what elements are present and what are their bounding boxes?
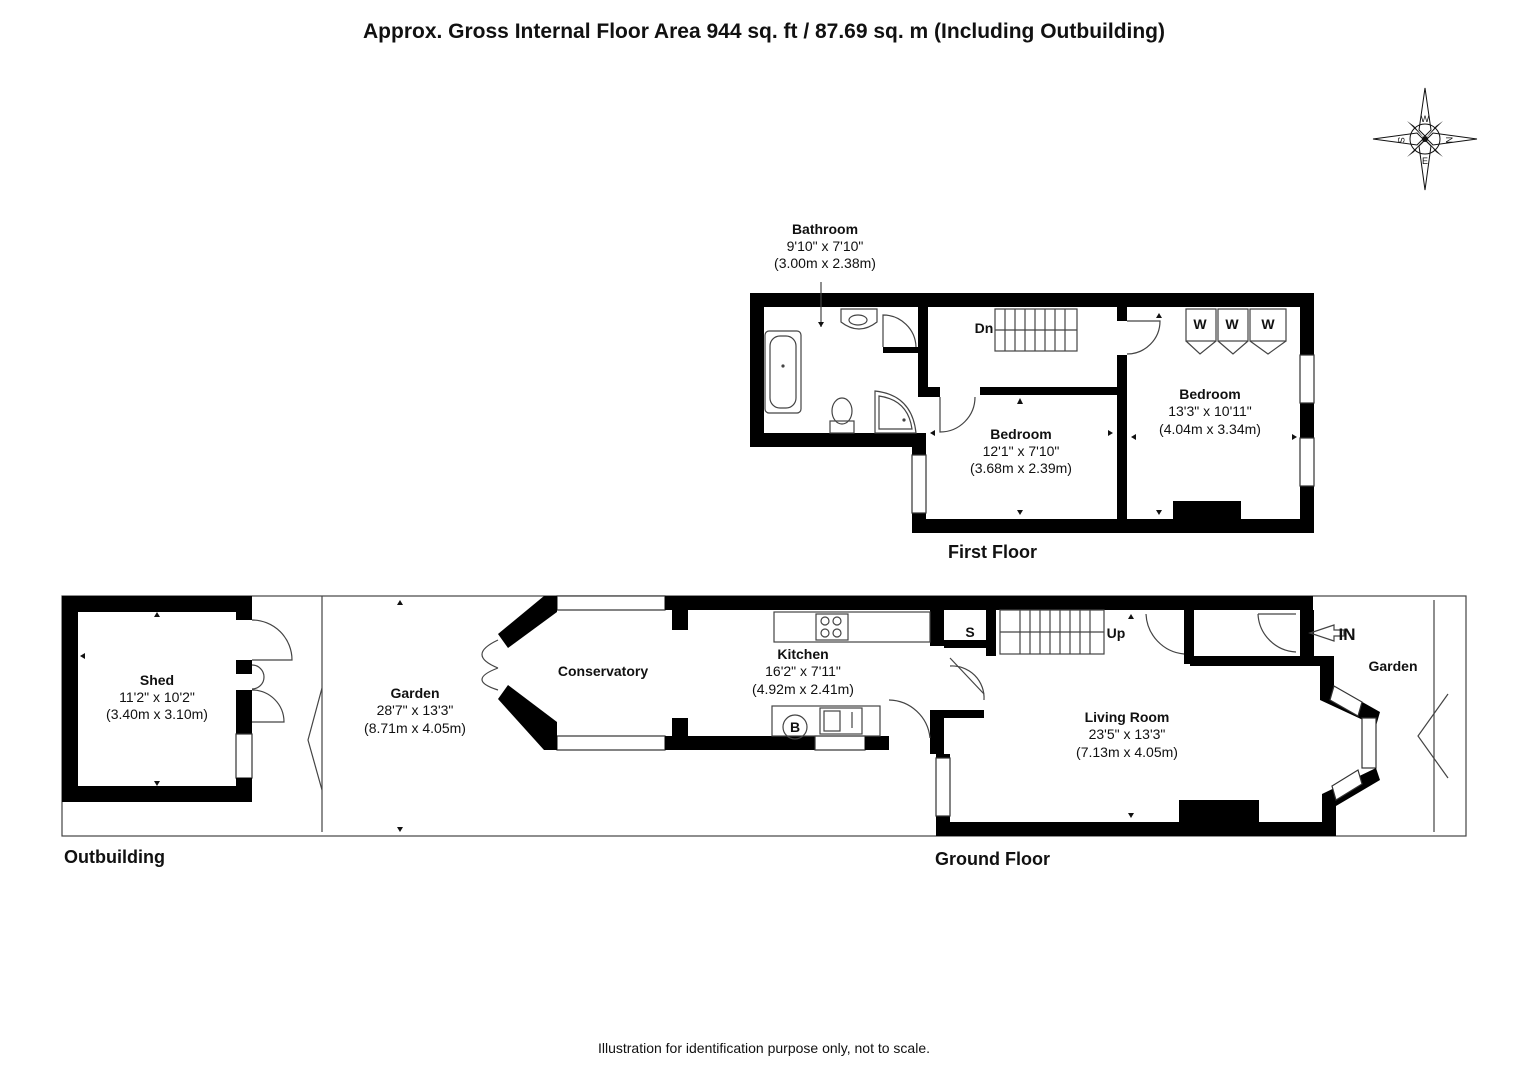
bedroom-small-metric: (3.68m x 2.39m) (970, 460, 1072, 476)
bathroom-metric: (3.00m x 2.38m) (774, 255, 876, 271)
stairs-down-label: Dn (975, 320, 994, 336)
garden-front-name: Garden (1368, 658, 1417, 674)
bedroom-large-imperial: 13'3" x 10'11" (1168, 403, 1252, 419)
compass-south-label: S (1396, 137, 1406, 143)
outbuilding-label: Outbuilding (64, 847, 165, 867)
floor-area-title: Approx. Gross Internal Floor Area 944 sq… (363, 20, 1165, 43)
kitchen-imperial: 16'2" x 7'11" (765, 663, 841, 679)
compass-east-label: E (1422, 156, 1428, 166)
shed-imperial: 11'2" x 10'2" (119, 689, 195, 705)
compass-rose-icon: W E N S (1372, 87, 1478, 191)
garden-rear-imperial: 28'7" x 13'3" (377, 702, 454, 718)
shed-metric: (3.40m x 3.10m) (106, 706, 208, 722)
bathroom-imperial: 9'10" x 7'10" (787, 238, 864, 254)
kitchen-name: Kitchen (777, 646, 828, 662)
kitchen-metric: (4.92m x 2.41m) (752, 681, 854, 697)
garden-rear-name: Garden (390, 685, 439, 701)
bedroom-large-name: Bedroom (1179, 386, 1240, 402)
wardrobe-label-1: W (1193, 316, 1207, 332)
entrance-label: IN (1339, 625, 1356, 644)
bathroom-name: Bathroom (792, 221, 858, 237)
storage-label: S (965, 624, 974, 640)
stairs-up-label: Up (1107, 625, 1126, 641)
living-room-name: Living Room (1085, 709, 1170, 725)
bedroom-large-metric: (4.04m x 3.34m) (1159, 421, 1261, 437)
shed-name: Shed (140, 672, 174, 688)
living-room-imperial: 23'5" x 13'3" (1089, 726, 1166, 742)
compass-north-label: N (1444, 137, 1454, 144)
conservatory-name: Conservatory (558, 663, 648, 679)
ground-floor-label: Ground Floor (935, 849, 1050, 869)
first-floor-label: First Floor (948, 542, 1037, 562)
ground-floor-plan (61, 595, 1467, 837)
disclaimer-footer: Illustration for identification purpose … (597, 1040, 931, 1056)
bedroom-small-name: Bedroom (990, 426, 1051, 442)
compass-west-label: W (1421, 114, 1430, 124)
wardrobe-label-2: W (1225, 316, 1239, 332)
wardrobe-label-3: W (1261, 316, 1275, 332)
living-room-metric: (7.13m x 4.05m) (1076, 744, 1178, 760)
first-floor-plan (750, 282, 1315, 533)
garden-rear-metric: (8.71m x 4.05m) (364, 720, 466, 736)
bedroom-small-imperial: 12'1" x 7'10" (983, 443, 1060, 459)
boiler-label: B (790, 719, 800, 735)
